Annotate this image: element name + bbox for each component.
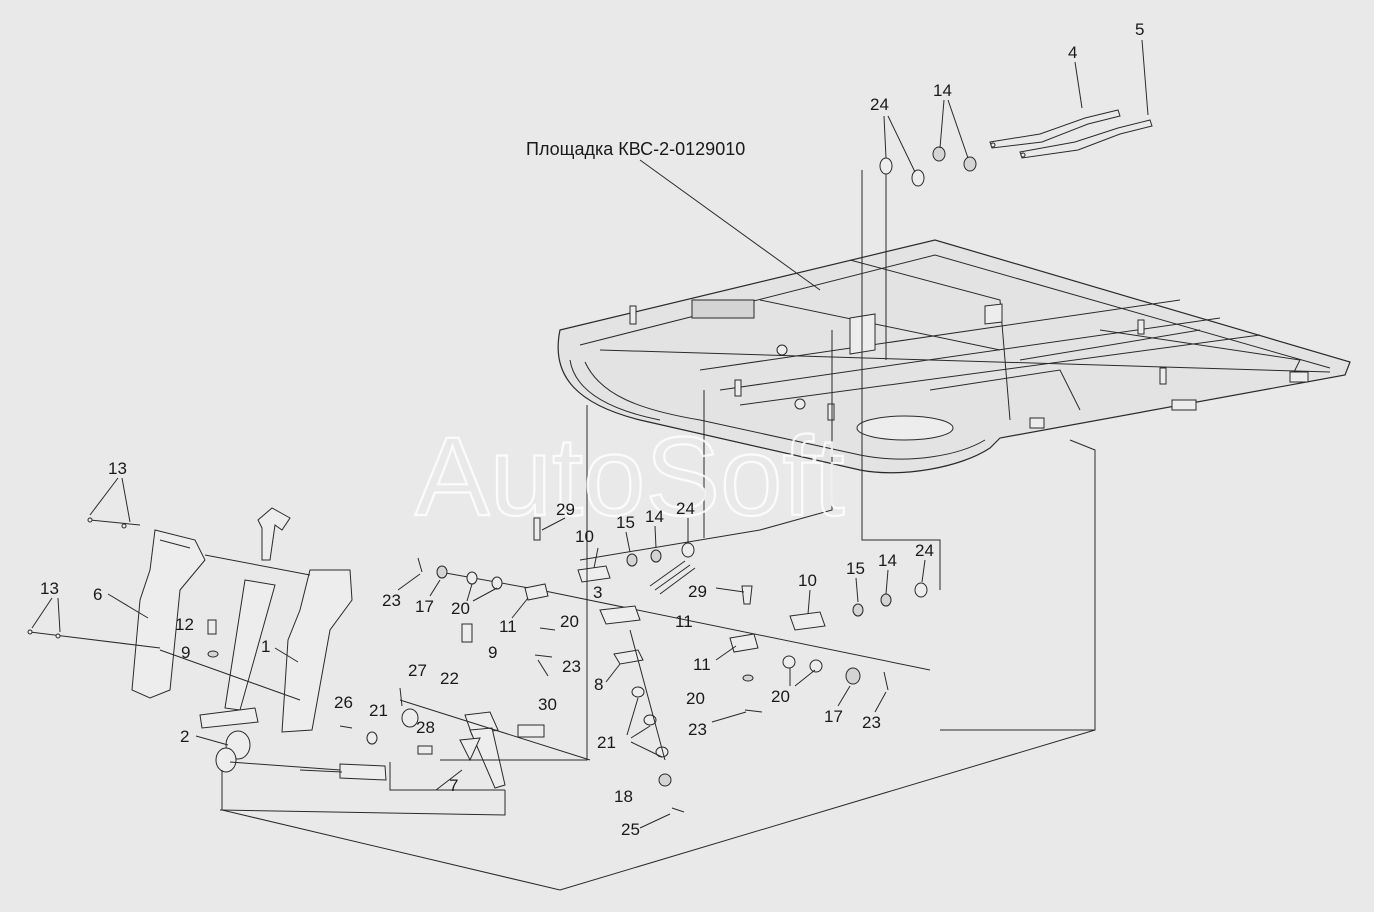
callout-20: 20 bbox=[451, 599, 470, 618]
callout-10: 10 bbox=[575, 527, 594, 546]
callout-18: 18 bbox=[614, 787, 633, 806]
callout-24: 23 bbox=[862, 713, 881, 732]
callout-21: 21 bbox=[597, 733, 616, 752]
callout-1: 1 bbox=[261, 637, 270, 656]
callout-16: 15 bbox=[616, 513, 635, 532]
callout-11: 11 bbox=[499, 617, 517, 636]
leader-lines bbox=[219, 159, 1096, 891]
callout-22: 22 bbox=[440, 669, 459, 688]
callout-9: 9 bbox=[488, 643, 497, 662]
callout-17: 17 bbox=[824, 707, 843, 726]
callout-6: 6 bbox=[93, 585, 102, 604]
callout-26: 26 bbox=[334, 693, 353, 712]
callout-11: 11 bbox=[693, 655, 711, 674]
callout-13: 12 bbox=[175, 615, 194, 634]
callout-4: 4 bbox=[1068, 43, 1077, 62]
callout-23: 24 bbox=[915, 541, 934, 560]
callout-20: 20 bbox=[560, 612, 579, 631]
callout-25: 25 bbox=[621, 820, 640, 839]
top-fasteners bbox=[861, 146, 977, 590]
callout-20: 20 bbox=[686, 689, 705, 708]
callout-27: 27 bbox=[408, 661, 427, 680]
callout-30: 30 bbox=[538, 695, 557, 714]
platform-frame bbox=[557, 239, 1351, 474]
callout-5: 5 bbox=[1135, 20, 1144, 39]
callout-29: 28 bbox=[416, 718, 435, 737]
callout-24: 23 bbox=[688, 720, 707, 739]
callout-14: 13 bbox=[108, 459, 127, 478]
callout-10: 10 bbox=[798, 571, 817, 590]
callout-24: 23 bbox=[382, 591, 401, 610]
lever-assembly bbox=[27, 507, 387, 781]
callout-21: 21 bbox=[369, 701, 388, 720]
callout-20: 20 bbox=[771, 687, 790, 706]
callout-3: 3 bbox=[593, 583, 602, 602]
callout-7: 7 bbox=[449, 776, 458, 795]
callout-23: 24 bbox=[676, 499, 695, 518]
callout-15: 14 bbox=[933, 81, 952, 100]
callout-17: 17 bbox=[415, 597, 434, 616]
callout-28: 29 bbox=[556, 500, 575, 519]
callout-28: 29 bbox=[688, 582, 707, 601]
callout-24: 23 bbox=[562, 657, 581, 676]
cables bbox=[989, 109, 1153, 159]
callout-12: 11 bbox=[675, 612, 693, 631]
callouts: 4 5 24 14 13 13 6 12 9 1 2 26 21 27 22 9… bbox=[40, 20, 1144, 839]
callout-14: 13 bbox=[40, 579, 59, 598]
assembly-caption: Площадка КВС-2-0129010 bbox=[526, 139, 745, 159]
linkage bbox=[339, 517, 931, 813]
callout-8: 8 bbox=[594, 675, 603, 694]
callout-9: 9 bbox=[181, 643, 190, 662]
callout-16: 15 bbox=[846, 559, 865, 578]
watermark-text: AutoSoft bbox=[415, 414, 845, 539]
callout-2: 2 bbox=[180, 727, 189, 746]
callout-23: 24 bbox=[870, 95, 889, 114]
callout-leaders bbox=[31, 39, 1149, 829]
callout-15: 14 bbox=[645, 507, 664, 526]
callout-15: 14 bbox=[878, 551, 897, 570]
